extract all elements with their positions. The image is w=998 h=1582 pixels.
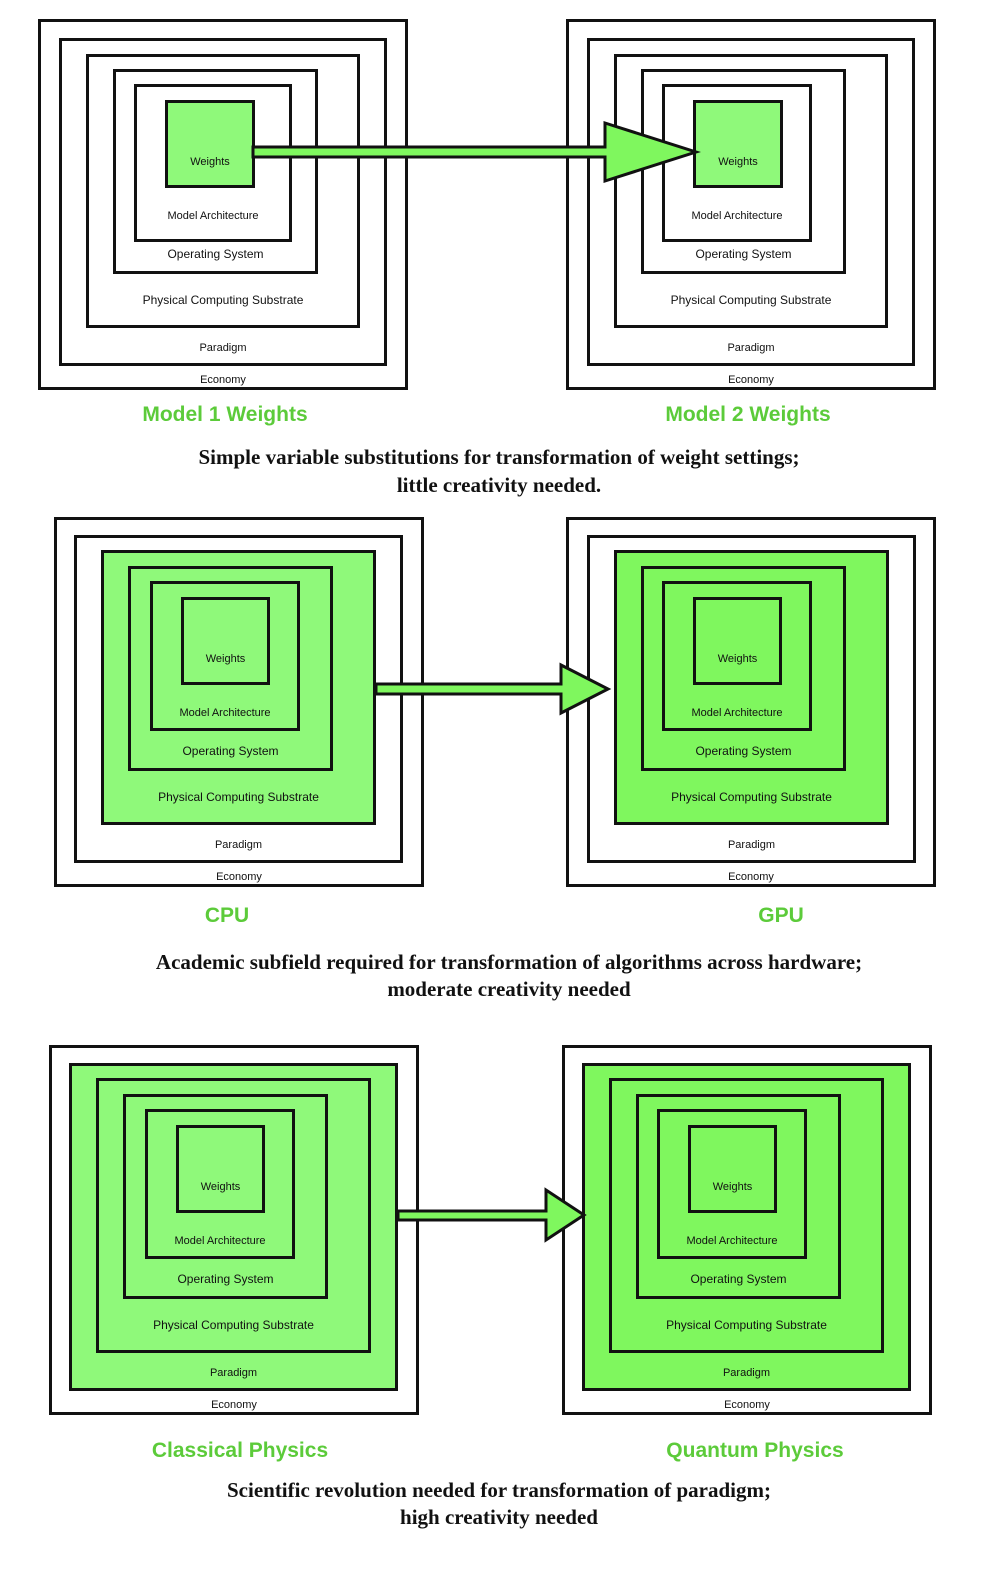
architecture-label: Model Architecture [174, 1235, 266, 1247]
row3-caption-line1: Scientific revolution needed for transfo… [226, 1478, 771, 1502]
economy-label: Economy [728, 871, 774, 883]
paradigm-label: Paradigm [727, 342, 775, 354]
paradigm-label: Paradigm [199, 342, 247, 354]
row2-caption-line1: Academic subfield required for transform… [155, 950, 863, 974]
row1-caption-line1: Simple variable substitutions for transf… [198, 445, 800, 469]
weights-label: Weights [717, 653, 758, 665]
substrate-label: Physical Computing Substrate [153, 1318, 314, 1332]
economy-label: Economy [200, 374, 246, 386]
os-label: Operating System [167, 247, 264, 261]
row3-right-label: Quantum Physics [666, 1439, 844, 1462]
substrate-label: Physical Computing Substrate [158, 790, 319, 804]
row1-right-label: Model 2 Weights [665, 403, 831, 426]
os-label: Operating System [182, 744, 279, 758]
row3-caption-line2: high creativity needed [400, 1505, 598, 1529]
weights-label: Weights [718, 156, 758, 168]
substrate-label: Physical Computing Substrate [671, 790, 832, 804]
economy-label: Economy [216, 871, 262, 883]
row2-caption-line2: moderate creativity needed [387, 977, 631, 1001]
substrate-label: Physical Computing Substrate [670, 293, 832, 307]
weights-label: Weights [712, 1181, 753, 1193]
economy-label: Economy [728, 374, 774, 386]
row1-left-label: Model 1 Weights [142, 403, 308, 426]
os-label: Operating System [695, 247, 792, 261]
os-label: Operating System [695, 744, 792, 758]
paradigm-label: Paradigm [722, 1367, 771, 1379]
row3-left-label: Classical Physics [151, 1439, 329, 1462]
architecture-label: Model Architecture [167, 210, 259, 222]
paradigm-label: Paradigm [209, 1367, 258, 1379]
row2-left-label: CPU [204, 904, 250, 927]
row1-caption-line2: little creativity needed. [396, 473, 602, 497]
architecture-label: Model Architecture [691, 210, 783, 222]
weights-label: Weights [190, 156, 230, 168]
os-label: Operating System [177, 1272, 274, 1286]
weights-box: Weights [693, 597, 782, 685]
os-label: Operating System [690, 1272, 787, 1286]
economy-label: Economy [211, 1399, 257, 1411]
weights-label: Weights [205, 653, 246, 665]
paradigm-label: Paradigm [727, 839, 776, 851]
weights-label: Weights [200, 1181, 241, 1193]
paradigm-label: Paradigm [214, 839, 263, 851]
weights-box: Weights [176, 1125, 265, 1213]
weights-box: Weights [165, 100, 255, 188]
row2-right-label: GPU [758, 904, 804, 927]
economy-label: Economy [724, 1399, 770, 1411]
substrate-label: Physical Computing Substrate [666, 1318, 827, 1332]
weights-box: Weights [181, 597, 270, 685]
architecture-label: Model Architecture [686, 1235, 778, 1247]
substrate-label: Physical Computing Substrate [142, 293, 304, 307]
architecture-label: Model Architecture [691, 707, 783, 719]
architecture-label: Model Architecture [179, 707, 271, 719]
weights-box: Weights [688, 1125, 777, 1213]
weights-box: Weights [693, 100, 783, 188]
